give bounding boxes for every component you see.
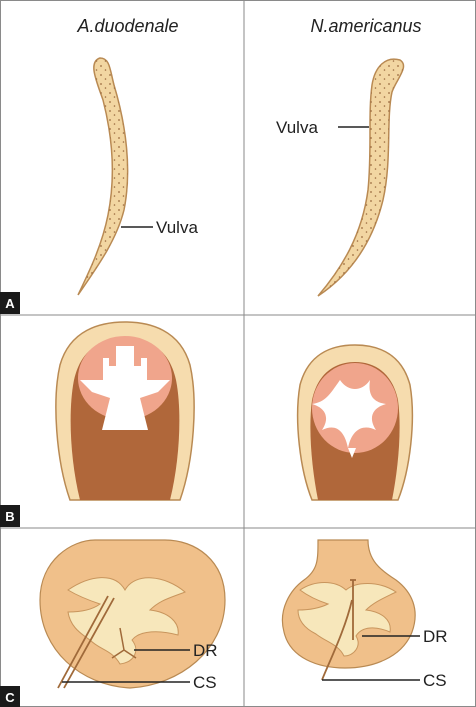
dr-right-label: DR bbox=[423, 627, 448, 646]
copulatory-bursa-n-americanus bbox=[282, 540, 415, 680]
vulva-left-label: Vulva bbox=[156, 218, 198, 237]
panel-tag-a-letter: A bbox=[5, 296, 15, 311]
worm-n-americanus bbox=[318, 59, 404, 296]
panel-tag-a: A bbox=[0, 292, 20, 314]
header-n-americanus: N.americanus bbox=[310, 16, 421, 36]
header-a-duodenale: A.duodenale bbox=[76, 16, 178, 36]
panel-tag-b: B bbox=[0, 505, 20, 527]
panel-tag-c-letter: C bbox=[5, 690, 15, 705]
vulva-right-label: Vulva bbox=[276, 118, 318, 137]
cs-right-label: CS bbox=[423, 671, 447, 690]
cs-left-label: CS bbox=[193, 673, 217, 692]
dr-left-label: DR bbox=[193, 641, 218, 660]
buccal-capsule-a-duodenale bbox=[56, 322, 194, 500]
panel-tag-b-letter: B bbox=[5, 509, 14, 524]
buccal-capsule-n-americanus bbox=[298, 345, 413, 500]
panel-tag-c: C bbox=[0, 686, 20, 707]
worm-a-duodenale bbox=[78, 58, 128, 295]
copulatory-bursa-a-duodenale bbox=[40, 540, 225, 688]
